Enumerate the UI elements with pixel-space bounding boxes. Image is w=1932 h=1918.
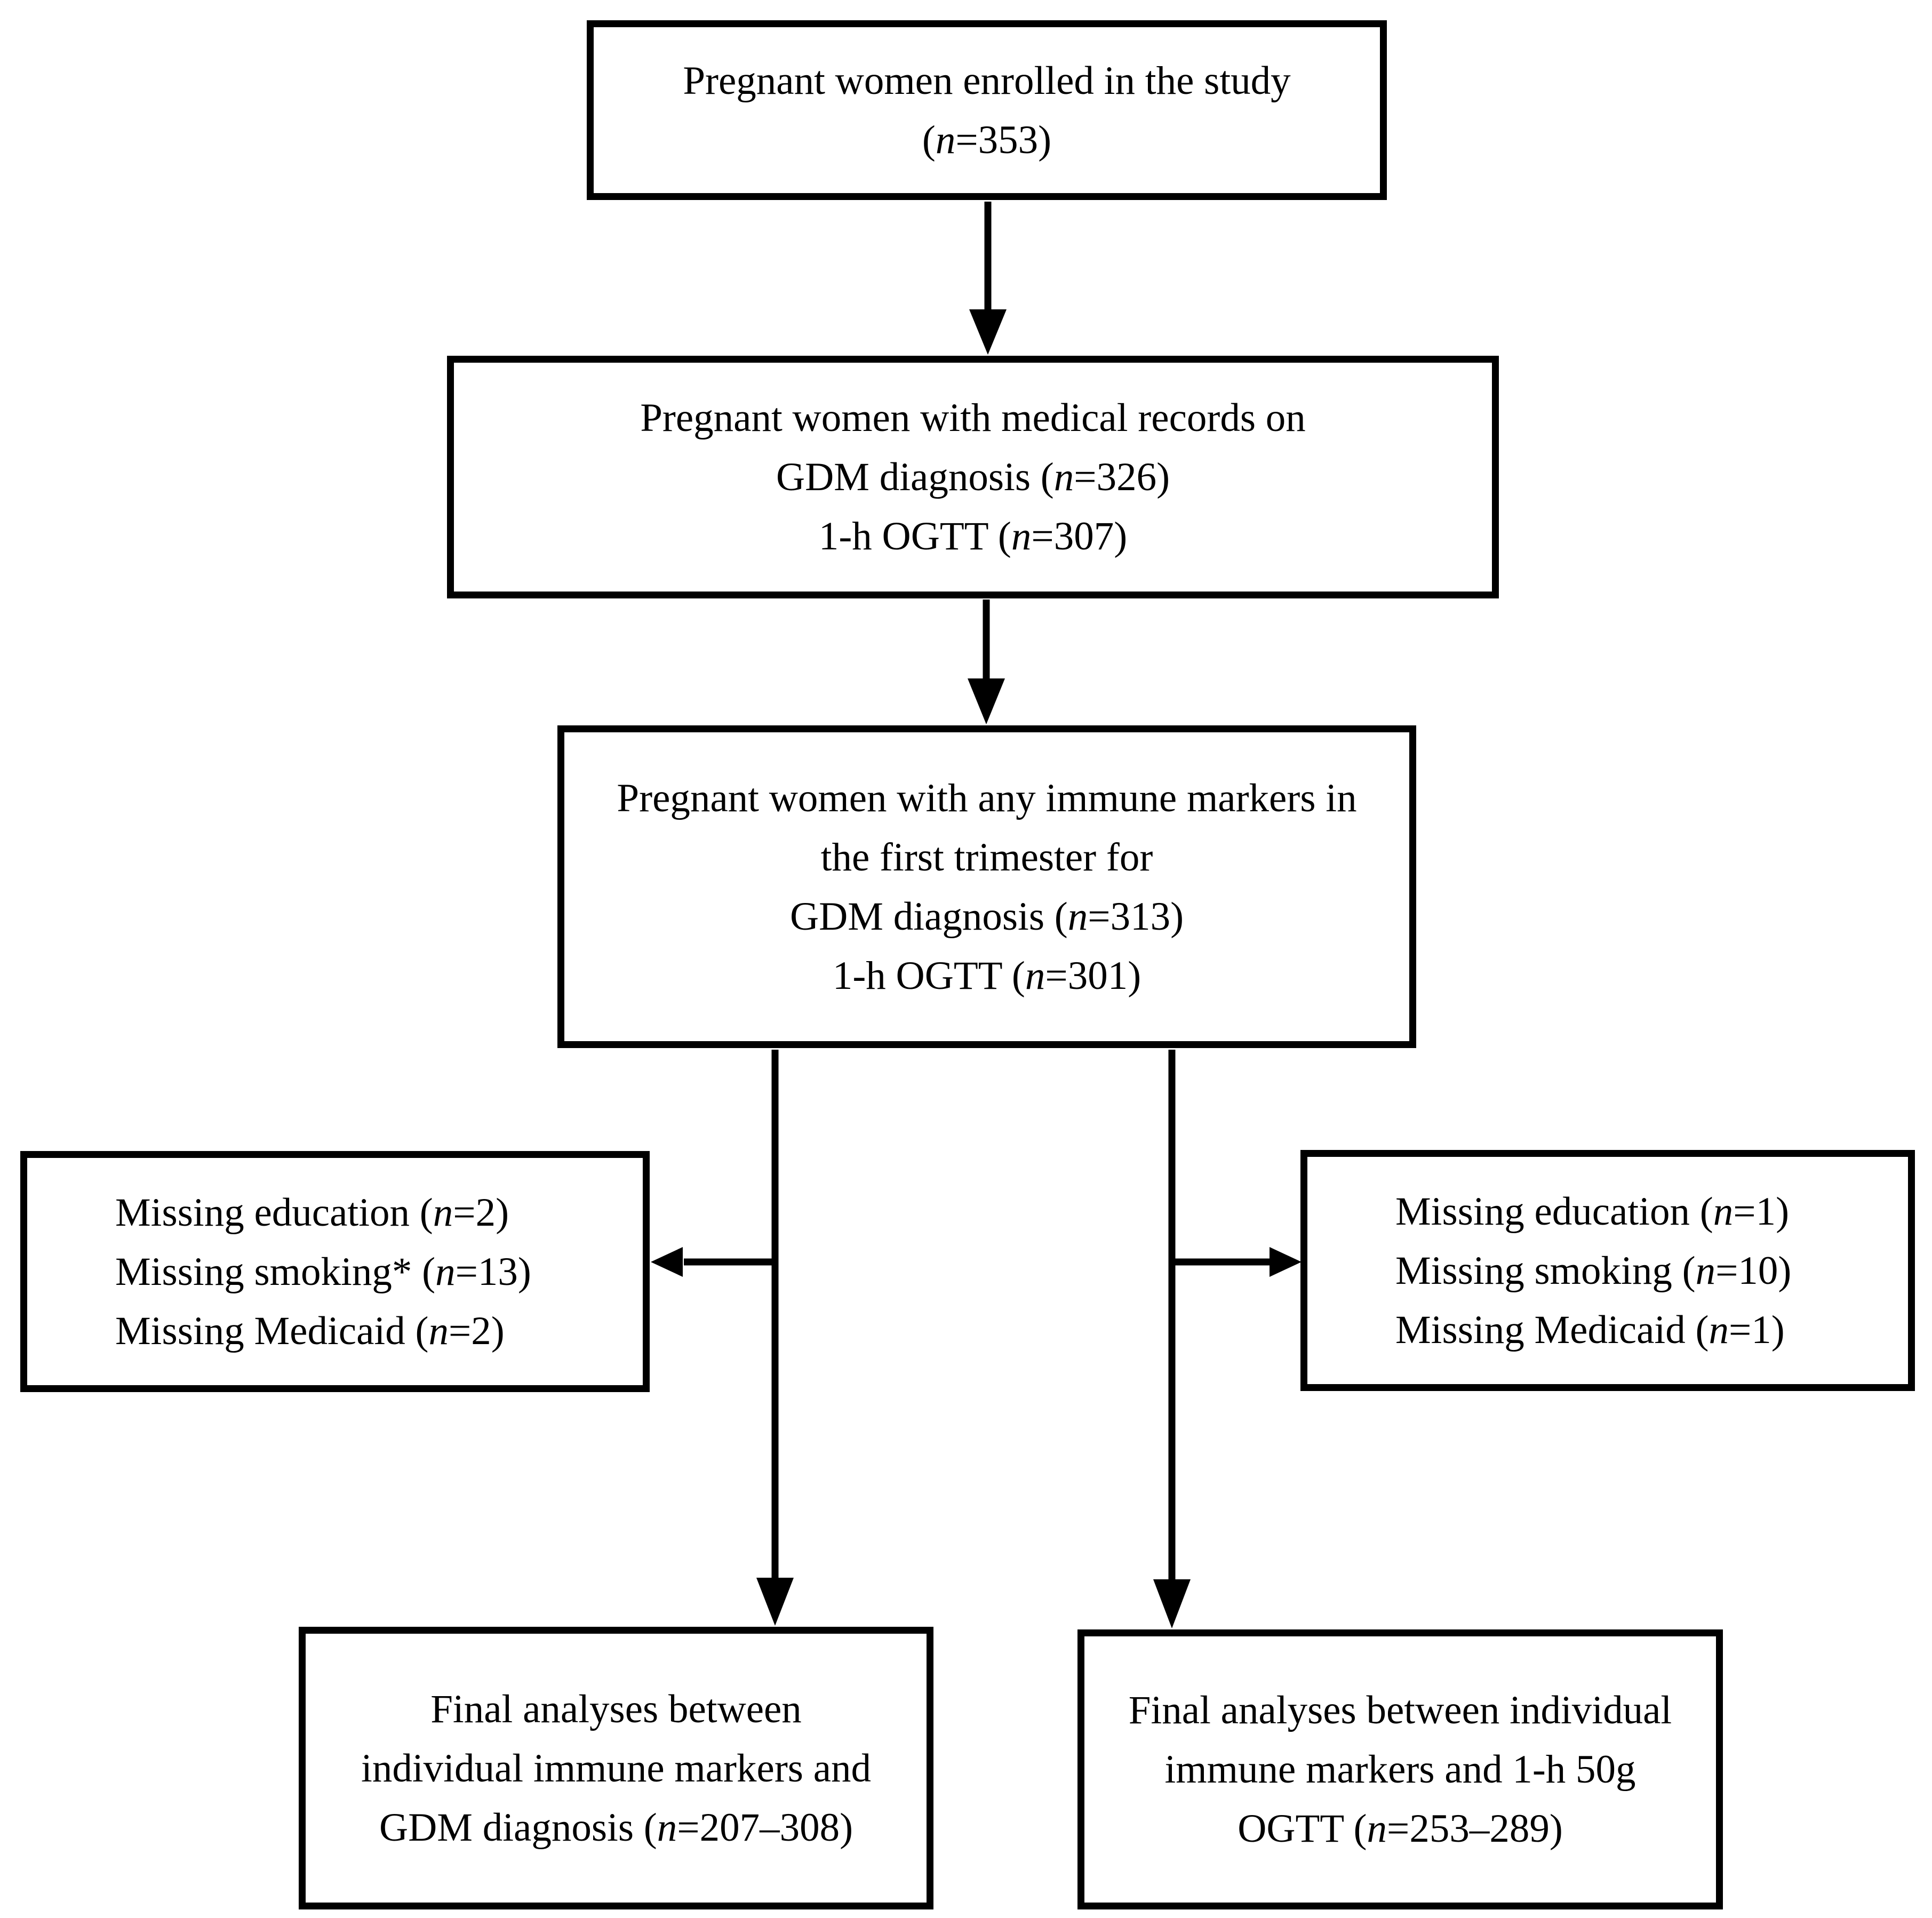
- text-line: Pregnant women with medical records on: [640, 396, 1306, 440]
- arrowhead-right-icon: [1270, 1247, 1302, 1277]
- flow-box-missing-exclusions-ogtt: Missing education (n=1) Missing smoking (…: [1300, 1150, 1915, 1391]
- text-line: Missing smoking (n=10): [1395, 1248, 1792, 1293]
- text-line: Missing education (n=2): [115, 1190, 509, 1235]
- text-line: individual immune markers and: [361, 1746, 872, 1791]
- text-line: Final analyses between: [430, 1687, 802, 1731]
- text-line: GDM diagnosis (n=207–308): [379, 1805, 853, 1850]
- flow-box-medical-records: Pregnant women with medical records on GD…: [447, 356, 1499, 598]
- text-line: Final analyses between individual: [1128, 1688, 1672, 1732]
- arrowhead-down-icon: [969, 309, 1007, 355]
- text-line: Missing Medicaid (n=2): [115, 1308, 505, 1353]
- text-line: 1-h OGTT (n=307): [818, 514, 1128, 558]
- arrowhead-left-icon: [651, 1247, 683, 1277]
- text-line: Missing Medicaid (n=1): [1395, 1307, 1785, 1352]
- text-line: OGTT (n=253–289): [1238, 1807, 1563, 1851]
- flow-box-final-analyses-gdm: Final analyses between individual immune …: [299, 1627, 933, 1909]
- text-line: 1-h OGTT (n=301): [832, 953, 1141, 998]
- text-line: GDM diagnosis (n=313): [789, 894, 1184, 939]
- text-line: (n=353): [922, 117, 1052, 162]
- text-line: Pregnant women with any immune markers i…: [617, 776, 1357, 820]
- text-line: Missing education (n=1): [1395, 1189, 1790, 1234]
- text-line: GDM diagnosis (n=326): [776, 455, 1170, 499]
- arrowhead-down-icon: [968, 678, 1005, 724]
- text-line: the first trimester for: [820, 835, 1153, 880]
- text-line: Missing smoking* (n=13): [115, 1249, 531, 1294]
- flow-box-missing-exclusions-gdm: Missing education (n=2) Missing smoking* …: [20, 1151, 650, 1392]
- flow-box-immune-markers: Pregnant women with any immune markers i…: [557, 725, 1416, 1048]
- arrowhead-down-icon: [756, 1578, 794, 1626]
- arrowhead-down-icon: [1153, 1579, 1191, 1628]
- flow-box-final-analyses-ogtt: Final analyses between individual immune …: [1077, 1629, 1723, 1909]
- text-line: immune markers and 1-h 50g: [1164, 1747, 1636, 1792]
- text-line: Pregnant women enrolled in the study: [683, 58, 1291, 103]
- flow-box-enrolled: Pregnant women enrolled in the study (n=3…: [587, 20, 1387, 200]
